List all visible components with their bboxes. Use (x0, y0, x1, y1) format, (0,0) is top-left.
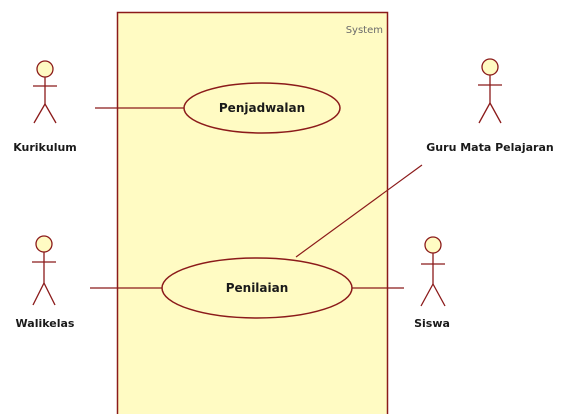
system-label: System (346, 25, 383, 36)
actor-walikelas[interactable]: Walikelas (16, 235, 75, 330)
actor-guru-label: Guru Mata Pelajaran (426, 141, 553, 154)
actor-siswa[interactable]: Siswa (414, 236, 450, 330)
stick-figure-icon (420, 236, 446, 307)
actor-walikelas-label: Walikelas (16, 317, 75, 330)
actor-siswa-label: Siswa (414, 317, 450, 330)
system-boundary (116, 11, 389, 414)
actor-guru-mata-pelajaran[interactable]: Guru Mata Pelajaran (426, 58, 554, 154)
actor-kurikulum[interactable]: Kurikulum (13, 60, 77, 154)
stick-figure-icon (33, 60, 57, 124)
use-case-penilaian-label: Penilaian (226, 281, 289, 295)
use-case-penjadwalan-label: Penjadwalan (219, 101, 305, 115)
stick-figure-icon (478, 58, 502, 124)
actor-kurikulum-label: Kurikulum (13, 141, 77, 154)
use-case-penilaian[interactable]: Penilaian (161, 257, 353, 319)
use-case-penjadwalan[interactable]: Penjadwalan (183, 82, 341, 134)
stick-figure-icon (32, 235, 56, 306)
association-penilaian-guru (295, 164, 423, 258)
